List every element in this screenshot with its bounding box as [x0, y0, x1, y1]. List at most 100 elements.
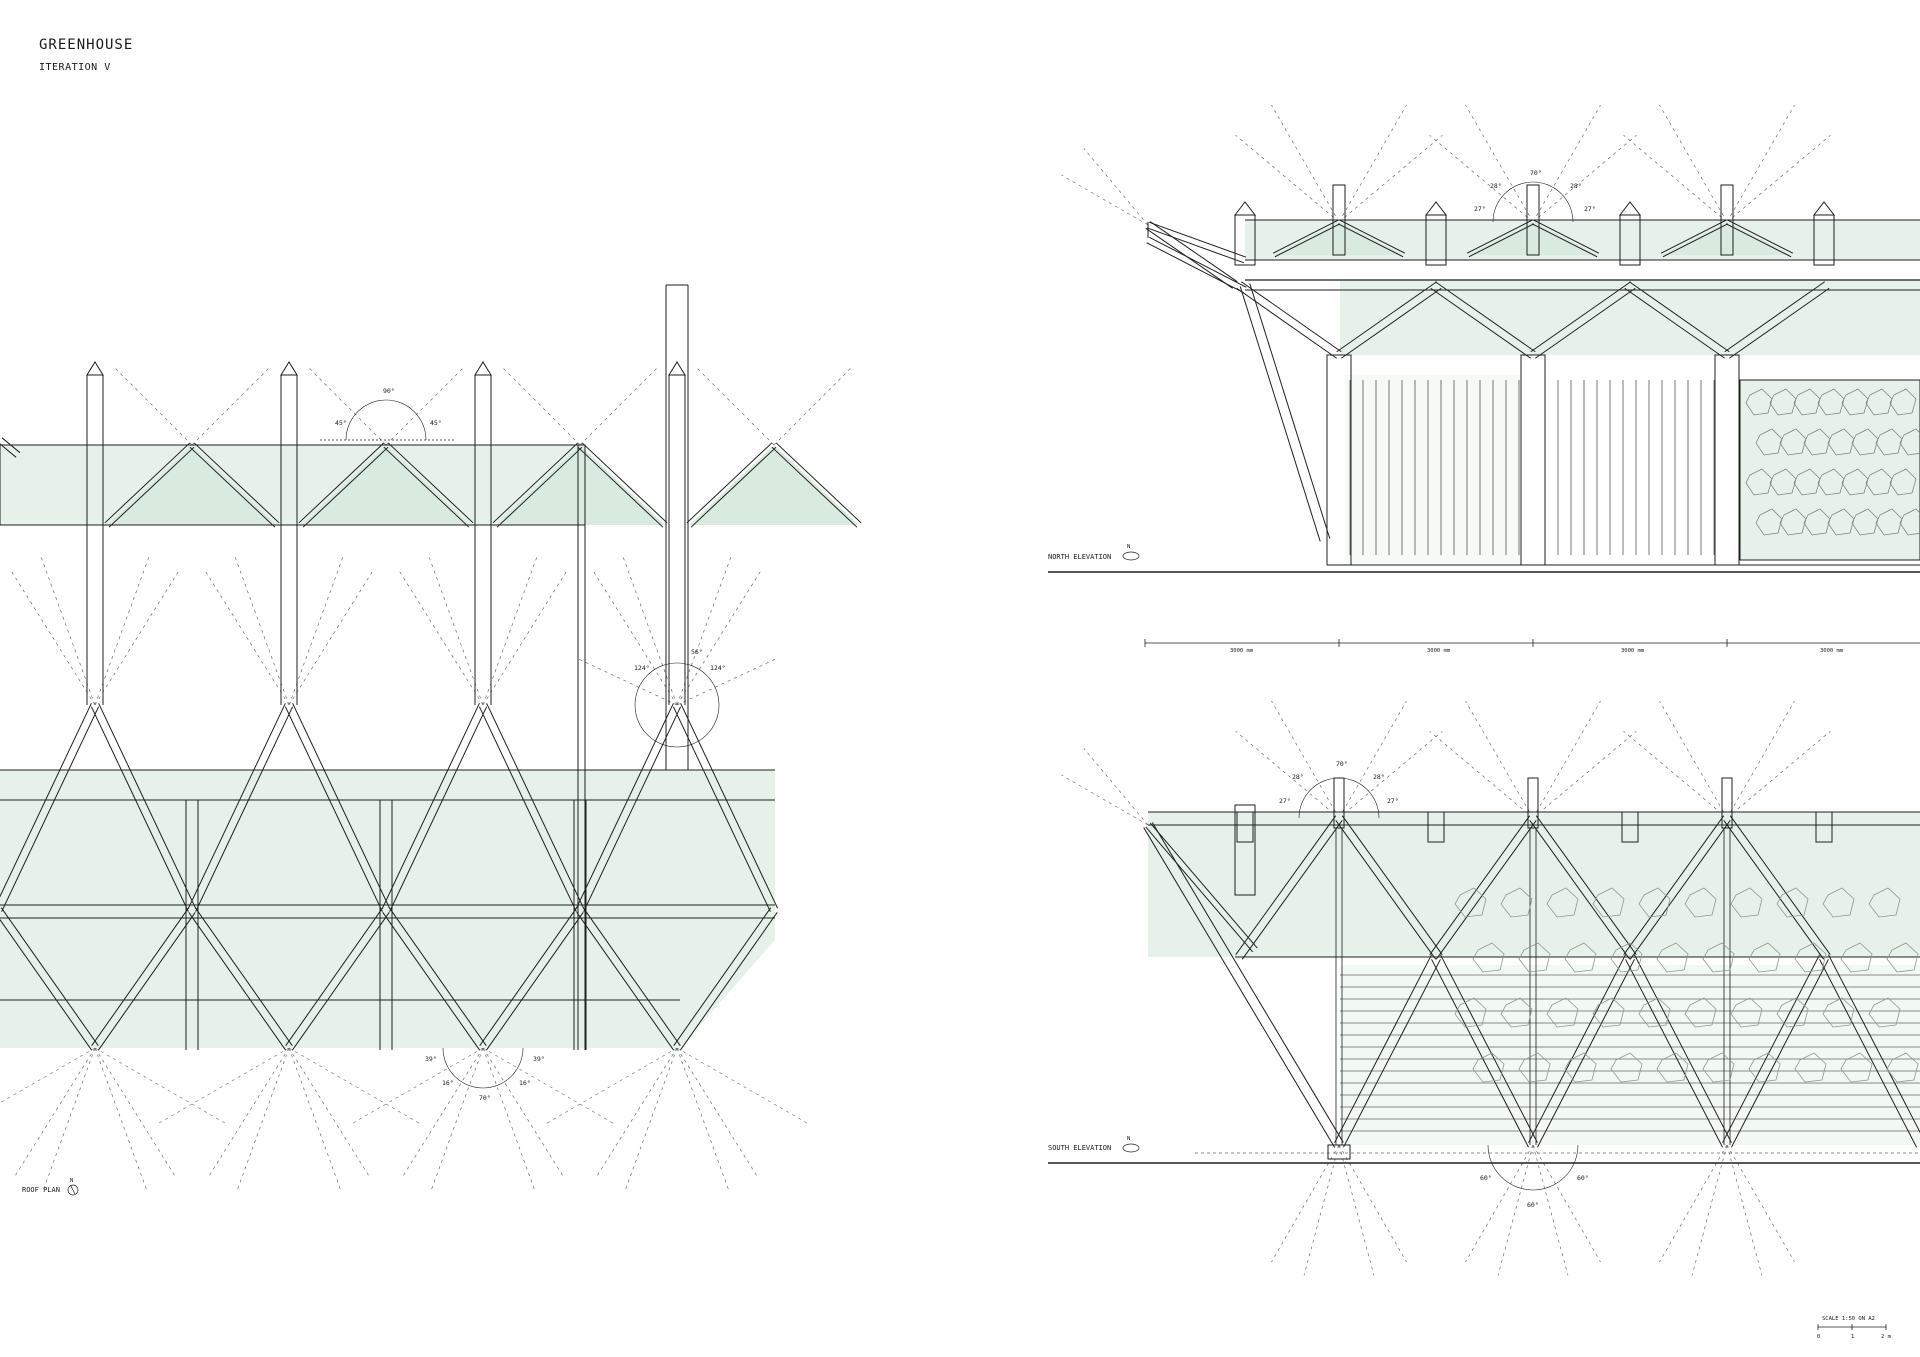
pattern-cell	[1865, 468, 1893, 496]
construction-ray	[676, 1047, 808, 1124]
construction-ray	[1532, 134, 1637, 223]
post-cap	[474, 361, 492, 376]
angle-16-left: 16°	[442, 1079, 454, 1087]
timber-member	[1435, 820, 1537, 960]
timber-member	[1341, 287, 1442, 359]
timber-member	[1535, 815, 1637, 955]
s-angle-28-left: 28°	[1292, 773, 1304, 781]
construction-ray	[591, 569, 678, 706]
pattern-cell	[1817, 388, 1845, 416]
timber-member	[97, 912, 196, 1051]
pattern-cell	[1592, 887, 1625, 918]
pattern-cell	[1472, 942, 1505, 973]
timber-member	[98, 703, 197, 909]
construction-ray	[431, 1047, 484, 1190]
angle-45-left: 45°	[335, 419, 347, 427]
timber-member	[389, 706, 488, 912]
construction-ray	[676, 569, 763, 706]
timber-member	[1274, 223, 1341, 258]
construction-ray	[1061, 774, 1149, 826]
timber-member	[1435, 281, 1536, 353]
timber-member	[1629, 820, 1731, 960]
timber-member	[189, 446, 276, 528]
construction-ray	[352, 1047, 484, 1124]
timber-member	[1249, 283, 1331, 539]
pattern-cell	[1779, 428, 1807, 456]
roof-gable-glass	[495, 445, 665, 525]
timber-member	[686, 442, 773, 524]
north-symbol: N	[1127, 544, 1130, 550]
timber-member	[1145, 826, 1254, 953]
pattern-cell	[1454, 887, 1487, 918]
timber-member	[1336, 281, 1437, 353]
timber-member	[673, 907, 772, 1046]
pattern-cell	[1779, 508, 1807, 536]
timber-member	[91, 907, 190, 1046]
pattern-cell	[1656, 1052, 1689, 1083]
construction-ray	[579, 366, 659, 446]
construction-ray	[39, 554, 96, 706]
timber-member	[1536, 959, 1635, 1148]
pattern-cell	[1684, 887, 1717, 918]
n-angle-28-right: 28°	[1570, 182, 1582, 190]
pattern-cell	[1564, 942, 1597, 973]
construction-ray	[158, 1047, 290, 1124]
pattern-cell	[1755, 508, 1783, 536]
construction-ray	[676, 554, 733, 706]
timber-member	[1337, 223, 1404, 258]
construction-ray	[625, 1047, 678, 1190]
construction-ray	[0, 1047, 96, 1104]
construction-ray	[191, 366, 271, 446]
roof-gable-glass	[301, 445, 471, 525]
construction-ray	[94, 554, 151, 706]
construction-ray	[676, 1047, 757, 1176]
construction-ray	[288, 569, 375, 706]
construction-ray	[94, 1047, 226, 1124]
pattern-cell	[1638, 997, 1671, 1028]
construction-ray	[1497, 1144, 1534, 1276]
construction-ray	[482, 1047, 614, 1124]
construction-ray	[482, 1047, 535, 1190]
roof-plan-label: ROOF PLAN	[22, 1186, 60, 1194]
timber-member	[1, 437, 21, 454]
timber-member	[672, 706, 771, 912]
timber-member	[1725, 223, 1792, 258]
angle-arc-60	[1487, 1144, 1579, 1191]
pattern-cell	[1865, 388, 1893, 416]
timber-member	[1535, 287, 1636, 359]
construction-ray	[676, 1047, 729, 1190]
pattern-cell	[1793, 468, 1821, 496]
timber-member	[1623, 815, 1725, 955]
timber-member	[576, 912, 675, 1051]
n-angle-28-left: 28°	[1490, 182, 1502, 190]
angle-39-right: 39°	[533, 1055, 545, 1063]
n-angle-27-left: 27°	[1474, 205, 1486, 213]
pattern-cell	[1745, 468, 1773, 496]
angle-124-right: 124°	[710, 664, 726, 672]
timber-member	[1724, 281, 1825, 353]
pattern-cell	[1500, 997, 1533, 1028]
pattern-cell	[1868, 997, 1901, 1028]
pattern-cell	[1889, 388, 1917, 416]
pattern-cell	[1794, 1052, 1827, 1083]
pattern-cell	[1702, 942, 1735, 973]
construction-ray	[1659, 700, 1728, 819]
pattern-cell	[1472, 1052, 1505, 1083]
timber-member	[1430, 287, 1531, 359]
construction-ray	[1083, 748, 1149, 826]
pattern-cell	[1638, 887, 1671, 918]
pattern-cell	[1822, 997, 1855, 1028]
construction-ray	[1532, 730, 1637, 819]
timber-member	[1625, 959, 1724, 1148]
pattern-cell	[1769, 468, 1797, 496]
s-angle-70: 70°	[1336, 760, 1348, 768]
pattern-cell	[1803, 508, 1831, 536]
timber-member	[193, 442, 280, 524]
pattern-cell	[1656, 942, 1689, 973]
timber-member	[1149, 822, 1258, 949]
timber-member	[285, 907, 384, 1046]
timber-member	[188, 912, 287, 1051]
north-symbol: N	[1127, 1136, 1130, 1142]
timber-member	[388, 907, 487, 1046]
timber-member	[1146, 227, 1245, 264]
